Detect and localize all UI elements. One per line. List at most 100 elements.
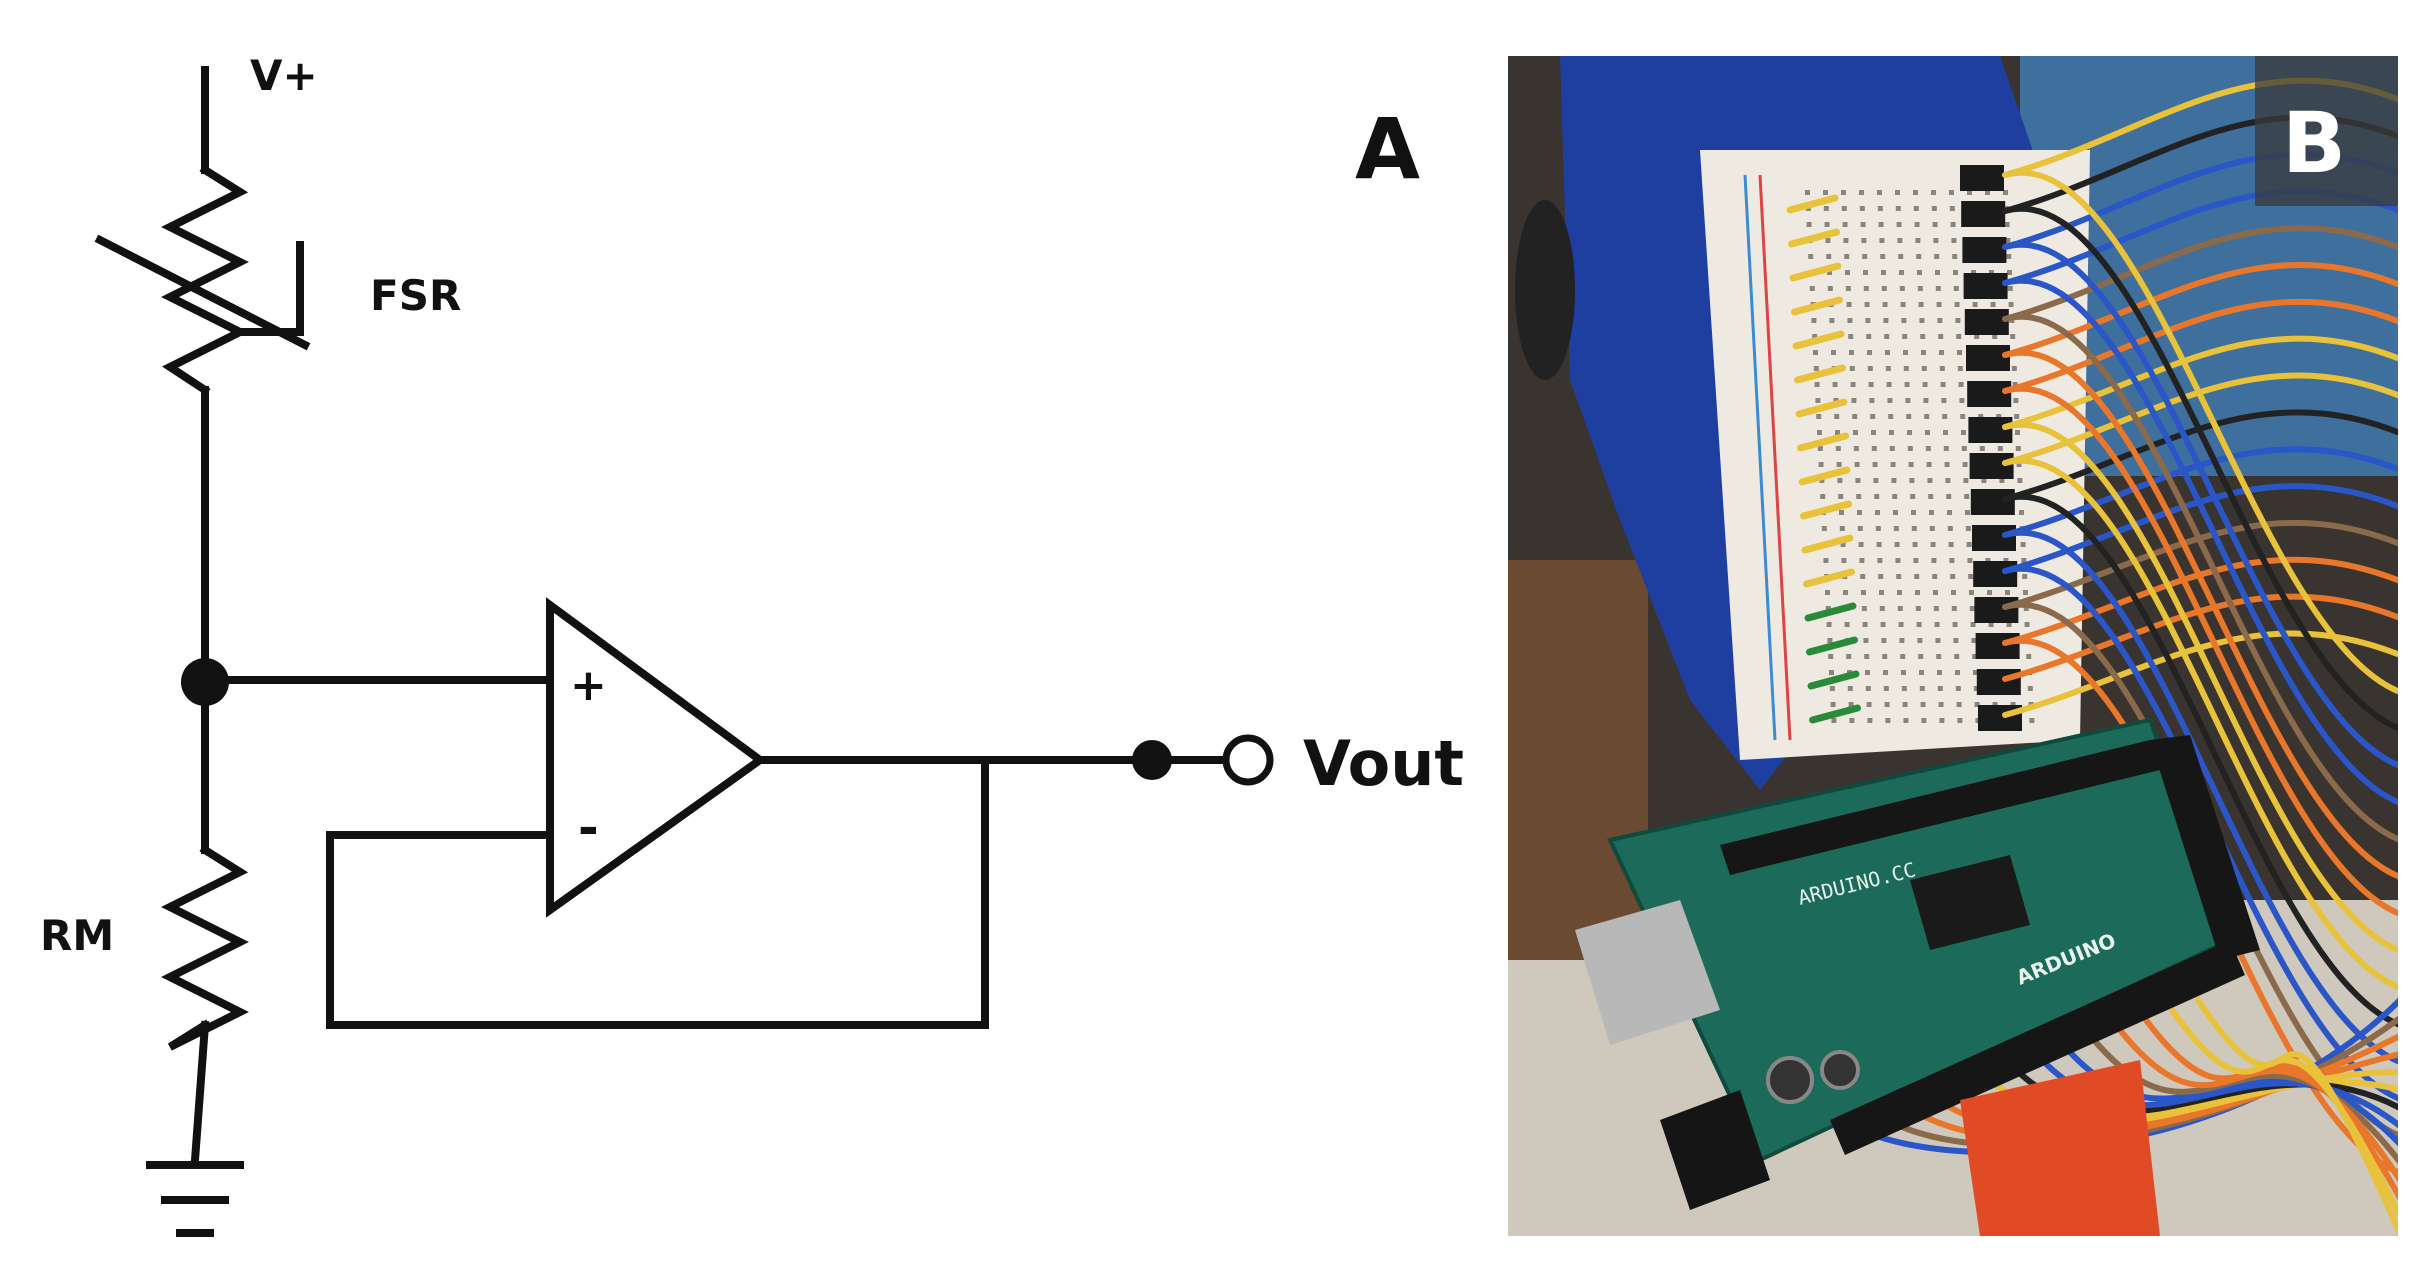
breadboard-hole — [1946, 494, 1952, 499]
breadboard-hole — [1870, 414, 1876, 419]
breadboard-hole — [1912, 542, 1918, 547]
breadboard-hole — [1931, 206, 1937, 211]
breadboard-hole — [1879, 590, 1884, 595]
breadboard-hole — [1898, 622, 1904, 627]
breadboard-hole — [1847, 318, 1853, 323]
breadboard-hole — [1897, 606, 1903, 611]
fsr-resistor — [161, 164, 249, 396]
breadboard-hole — [2004, 222, 2010, 227]
breadboard-hole — [1845, 270, 1850, 275]
breadboard-hole — [2021, 558, 2027, 563]
capacitor-2 — [1820, 1050, 1860, 1090]
breadboard-hole — [1971, 270, 1976, 275]
breadboard-hole — [1861, 590, 1866, 595]
breadboard-hole — [1919, 686, 1925, 691]
breadboard-hole — [1967, 558, 1973, 563]
breadboard-hole — [1818, 462, 1824, 467]
breadboard-hole — [1938, 702, 1944, 707]
wire — [2002, 313, 2398, 843]
header-block — [1963, 273, 2008, 299]
breadboard-hole — [2013, 398, 2019, 403]
breadboard-hole — [1863, 638, 1869, 643]
pin-headers — [1960, 165, 2022, 731]
breadboard-hole — [1954, 302, 1960, 307]
breadboard-hole — [1859, 206, 1865, 211]
breadboard-hole — [1915, 590, 1920, 595]
breadboard-hole — [1863, 286, 1869, 291]
breadboard-hole — [1887, 398, 1893, 403]
rm-resistor — [161, 844, 249, 1051]
breadboard-hole — [1940, 382, 1946, 387]
breadboard-hole — [1882, 654, 1888, 659]
breadboard-hole — [1859, 558, 1865, 563]
breadboard-hole — [2005, 238, 2011, 243]
breadboard-hole — [1865, 318, 1871, 323]
breadboard-hole — [1966, 542, 1972, 547]
breadboard-hole — [1856, 494, 1862, 499]
header-block — [1970, 489, 2015, 515]
header-block — [1973, 561, 2018, 587]
breadboard-hole — [1916, 622, 1922, 627]
breadboard-hole — [1907, 430, 1912, 435]
breadboard-hole — [1947, 510, 1952, 515]
fsr-label: FSR — [370, 271, 461, 320]
breadboard-hole — [1950, 222, 1956, 227]
supply-label: V+ — [250, 51, 318, 100]
glove-shadow — [1515, 200, 1575, 380]
bottom-header-row — [1830, 940, 2245, 1155]
breadboard-hole — [1886, 382, 1892, 387]
arduino-chip — [1910, 855, 2030, 950]
breadboard-hole — [1853, 430, 1858, 435]
breadboard-hole — [1936, 302, 1942, 307]
header-block — [1974, 597, 2019, 623]
jumper-wire — [1795, 398, 1848, 418]
breadboard-hole — [1821, 526, 1827, 531]
header-block — [1966, 345, 2010, 371]
breadboard-hole — [1823, 206, 1829, 211]
breadboard-hole — [1867, 718, 1873, 723]
breadboard-hole — [1873, 478, 1879, 483]
breadboard-hole — [1849, 718, 1855, 723]
breadboard-hole — [1806, 222, 1812, 227]
breadboard-hole — [1988, 622, 1994, 627]
breadboard-hole — [1968, 574, 1974, 579]
breadboard-hole — [1903, 350, 1908, 355]
capacitor-1 — [1766, 1056, 1814, 1104]
breadboard-hole — [1922, 382, 1928, 387]
breadboard-hole — [2003, 558, 2009, 563]
breadboard-hole — [1830, 702, 1836, 707]
breadboard-hole — [1862, 622, 1868, 627]
breadboard-hole — [1915, 606, 1921, 611]
breadboard-hole — [1974, 334, 1980, 339]
breadboard-hole — [1848, 702, 1854, 707]
breadboard-hole — [1917, 638, 1923, 643]
wire — [2002, 457, 2398, 991]
breadboard-hole — [1871, 430, 1876, 435]
breadboard-hole — [1908, 462, 1914, 467]
breadboard-hole — [1859, 190, 1864, 195]
wire — [2002, 493, 2398, 1028]
breadboard-hole — [1835, 430, 1840, 435]
breadboard-hole — [1903, 718, 1909, 723]
breadboard-hole — [1913, 190, 1918, 195]
wire — [2195, 997, 2398, 1236]
breadboard-hole — [1867, 350, 1872, 355]
breadboard-hole — [1861, 238, 1867, 243]
right-header — [2150, 735, 2260, 960]
breadboard-hole — [2027, 686, 2033, 691]
breadboard-hole — [2007, 286, 2013, 291]
rm-label: RM — [40, 911, 114, 960]
breadboard-hole — [1895, 190, 1900, 195]
wire — [2002, 241, 2398, 769]
breadboard-hole — [1841, 206, 1847, 211]
breadboard-hole — [1957, 718, 1963, 723]
breadboard-hole — [1877, 206, 1883, 211]
breadboard-hole — [1978, 414, 1984, 419]
wire — [2002, 277, 2398, 806]
breadboard-hole — [1937, 686, 1943, 691]
wire-rm-to-ground — [190, 1020, 210, 1165]
breadboard-hole — [1901, 670, 1906, 675]
breadboard-hole — [1884, 334, 1890, 339]
output-label: Vout — [1303, 727, 1464, 800]
breadboard-hole — [1885, 366, 1891, 371]
